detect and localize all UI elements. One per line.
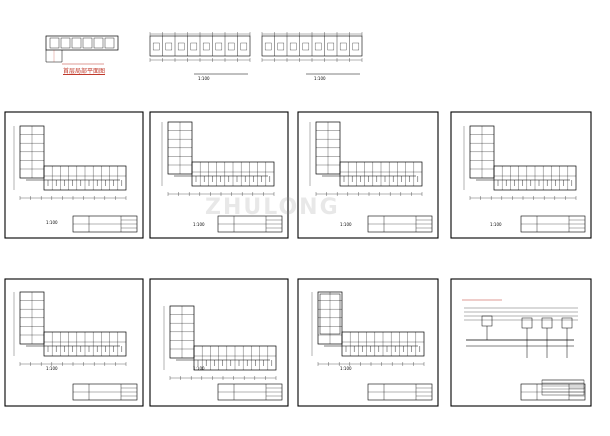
strip-plan-2-fixture — [339, 42, 347, 51]
strip-plan-2-fixture — [327, 42, 335, 51]
strip-plan-2-fixture — [289, 42, 297, 51]
strip-plan-1-fixture — [240, 42, 248, 51]
sheet-5-scale: 1:100 — [46, 366, 58, 371]
sheet-frame-5 — [4, 278, 144, 407]
first-floor-room — [93, 37, 104, 49]
first-floor-plan — [45, 35, 119, 51]
sheet-2-scale: 1:100 — [193, 222, 205, 227]
strip-plan-1-fixture — [177, 42, 185, 51]
strip-plan-1-fixture — [190, 42, 198, 51]
strip-plan-2-fixture — [352, 42, 360, 51]
sheet-frame-6 — [149, 278, 289, 407]
sheet-3-scale: 1:100 — [340, 222, 352, 227]
sheet-6-scale: 1:100 — [193, 366, 205, 371]
strip-plan-2-fixture — [314, 42, 322, 51]
sheet-frame-2 — [149, 111, 289, 239]
strip-plan-2-fixture — [302, 42, 310, 51]
sheet-7-scale: 1:100 — [340, 366, 352, 371]
small-plan-caption-2: 1:100 — [314, 76, 326, 81]
strip-plan-1-fixture — [227, 42, 235, 51]
water-heater-unit-3 — [561, 317, 573, 329]
first-floor-room — [104, 37, 115, 49]
small-plan-caption-1: 1:100 — [198, 76, 210, 81]
water-heater-unit-2 — [541, 317, 553, 329]
material-table — [541, 379, 585, 396]
sheet-frame-3 — [297, 111, 439, 239]
first-floor-room — [71, 37, 82, 49]
sheet-1-scale: 1:100 — [46, 220, 58, 225]
strip-plan-2-fixture — [264, 42, 272, 51]
strip-plan-2-fixture — [277, 42, 285, 51]
pump-unit — [481, 315, 493, 327]
strip-plan-1-fixture — [215, 42, 223, 51]
strip-plan-1-fixture — [165, 42, 173, 51]
first-floor-room — [49, 37, 60, 49]
sheet-frame-7 — [297, 278, 439, 407]
sheet-frame-4 — [450, 111, 592, 239]
sheet-frame-1 — [4, 111, 144, 239]
strip-plan-1-fixture — [202, 42, 210, 51]
first-floor-room — [82, 37, 93, 49]
first-floor-room — [60, 37, 71, 49]
sheet-frame-8 — [450, 278, 592, 407]
water-heater-unit-1 — [521, 317, 533, 329]
floor-plan-title: 首层局部平面图 — [63, 68, 106, 75]
sheet-7-plan-blank-block — [319, 293, 341, 335]
watermark: ZHULONG — [205, 195, 340, 220]
sheet-4-scale: 1:100 — [490, 222, 502, 227]
strip-plan-1-fixture — [152, 42, 160, 51]
